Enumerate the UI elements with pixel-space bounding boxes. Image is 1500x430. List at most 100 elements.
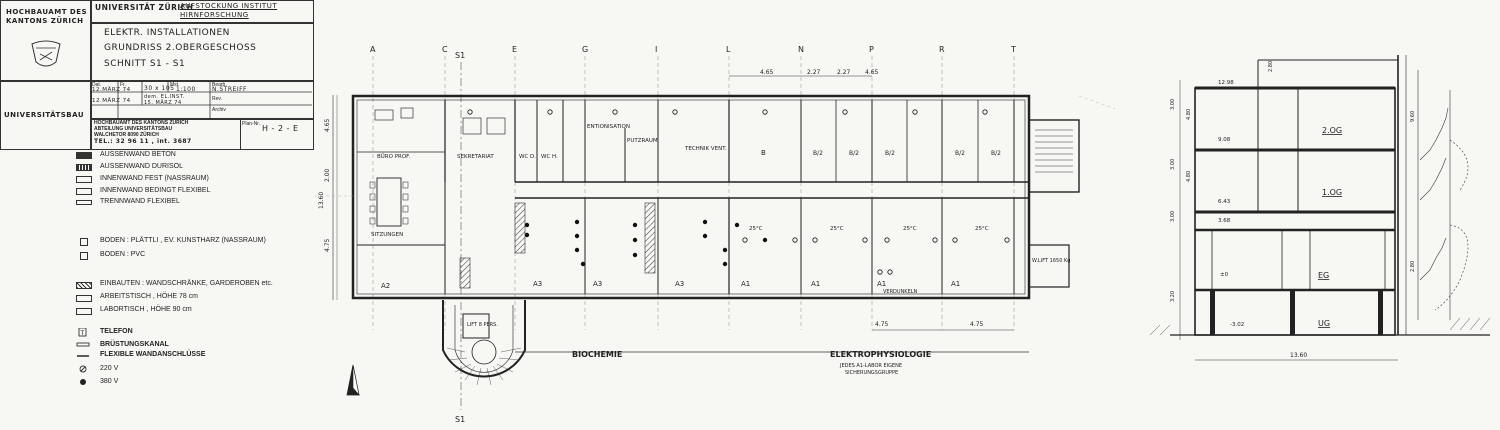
office-line-1: HOCHBAUAMT DES bbox=[6, 8, 88, 16]
room-entionisation: ENTIONISATION bbox=[587, 124, 630, 130]
section-stairs bbox=[1417, 70, 1469, 320]
legend-swatch-arbeitstisch bbox=[76, 295, 92, 302]
round-stair-treads bbox=[446, 347, 522, 386]
room-lift: LIFT 8 PERS. bbox=[467, 322, 498, 328]
axis-i: I bbox=[655, 45, 657, 54]
floor-ug: UG bbox=[1318, 319, 1330, 328]
axis-c: C bbox=[442, 45, 448, 54]
legend-fixture-1: EINBAUTEN : WANDSCHRÄNKE, GARDEROBEN etc… bbox=[100, 280, 273, 287]
temp-3: 25°C bbox=[903, 226, 917, 232]
section-body bbox=[1194, 55, 1407, 336]
title-block: HOCHBAUAMT DES KANTONS ZÜRICH UNIVERSITÄ… bbox=[0, 0, 315, 318]
zone-biochemie: BIOCHEMIE bbox=[572, 350, 622, 359]
dim-left-3: 4.75 bbox=[324, 238, 331, 252]
legend-wall-3: INNENWAND FEST (NASSRAUM) bbox=[100, 175, 209, 182]
room-sitzungen: SITZUNGEN bbox=[371, 232, 403, 238]
legend-floor-1: BODEN : PLÄTTLI , EV. KUNSTHARZ (NASSRAU… bbox=[100, 237, 266, 244]
legend-swatch-beton bbox=[76, 152, 92, 159]
height-total: 9.60 bbox=[1410, 111, 1416, 122]
dim-top-2: 2.27 bbox=[807, 69, 821, 76]
axis-g: G bbox=[582, 45, 588, 54]
legend-telefon: TELEFON bbox=[100, 328, 133, 335]
university-name: UNIVERSITÄT ZÜRICH bbox=[95, 3, 194, 12]
admin-line-2: ABTEILUNG UNIVERSITÄTSBAU bbox=[94, 126, 173, 132]
format-label: Fr. bbox=[120, 82, 126, 88]
section-mark-bottom: S1 bbox=[455, 415, 465, 424]
project-line-2: HIRNFORSCHUNG bbox=[180, 11, 249, 19]
axis-e: E bbox=[512, 45, 517, 54]
lab-benches bbox=[459, 202, 656, 289]
dim-left-1: 4.65 bbox=[324, 118, 331, 132]
height-6: 3.20 bbox=[1170, 291, 1176, 302]
section-mark-top: S1 bbox=[455, 51, 465, 60]
axis-t: T bbox=[1010, 45, 1016, 54]
drawing-title-2: GRUNDRISS 2.OBERGESCHOSS bbox=[104, 43, 257, 53]
desk-secretary bbox=[462, 117, 482, 135]
room-b2-3: B/2 bbox=[885, 150, 895, 157]
rev1-date: 15. MÄRZ 74 bbox=[144, 100, 182, 106]
conference-chairs bbox=[369, 181, 409, 225]
rev-label: Rev. bbox=[212, 96, 222, 102]
temp-4: 25°C bbox=[975, 226, 989, 232]
legend-swatch-trennwand bbox=[76, 200, 92, 205]
dim-top-4: 4.65 bbox=[865, 69, 879, 76]
archiv-label: Archiv bbox=[212, 107, 226, 113]
dim-left-total: 13.60 bbox=[318, 192, 325, 209]
round-stair bbox=[442, 300, 526, 378]
level-zero: ±0 bbox=[1220, 272, 1229, 278]
plan-cell bbox=[240, 118, 314, 150]
dat-value: 12.MÄRZ 74 bbox=[92, 87, 131, 93]
outlets-220v bbox=[467, 109, 1010, 275]
floor-2og: 2.OG bbox=[1322, 126, 1342, 135]
level-908: 9.08 bbox=[1218, 137, 1231, 143]
level-1298: 12.98 bbox=[1218, 80, 1234, 86]
conference-table bbox=[376, 177, 402, 227]
format-value: 30 x 105 bbox=[144, 85, 175, 92]
outlets-380v bbox=[524, 219, 768, 267]
room-b2-4: B/2 bbox=[955, 150, 965, 157]
lab-a1-3: A1 bbox=[877, 280, 886, 288]
legend-swatch-einbauten bbox=[76, 282, 92, 289]
floor-plan: A C E G I L N P R T S1 S1 4.65 2.27 2.27… bbox=[315, 45, 1115, 424]
zone-note-1: JEDES A1-LABOR EIGENE bbox=[839, 363, 902, 369]
zone-elektrophysiologie: ELEKTROPHYSIOLOGIE bbox=[830, 350, 931, 359]
temp-1: 25°C bbox=[749, 226, 763, 232]
floor-1og: 1.OG bbox=[1322, 188, 1342, 197]
rev1-note: dem. EL.INST. bbox=[144, 94, 185, 100]
level-643: 6.43 bbox=[1218, 199, 1231, 205]
room-b2-1: B/2 bbox=[813, 150, 823, 157]
legend-swatch-durisol bbox=[76, 164, 92, 171]
lab-a1-2: A1 bbox=[811, 280, 820, 288]
stair-right bbox=[1035, 129, 1073, 173]
drawing-title-3: SCHNITT S1 - S1 bbox=[104, 59, 186, 69]
rev1-value: 12.MÄRZ 74 bbox=[92, 98, 131, 104]
desk-prof bbox=[374, 109, 394, 121]
legend-bruestungskanal: BRÜSTUNGSKANAL bbox=[100, 341, 169, 348]
svg-text:T: T bbox=[80, 330, 85, 337]
legend-wall-4: INNENWAND BEDINGT FLEXIBEL bbox=[100, 187, 211, 194]
lab-a3-3: A3 bbox=[675, 280, 684, 288]
floor-eg: EG bbox=[1318, 271, 1329, 280]
legend-floor-swatch-2 bbox=[80, 252, 88, 260]
room-wc-h: WC H. bbox=[541, 154, 558, 160]
height-5: 3.00 bbox=[1170, 211, 1176, 222]
dat-label: Dat. bbox=[92, 82, 102, 88]
dim-bottom-2: 4.75 bbox=[970, 321, 984, 328]
desk-secretary-2 bbox=[486, 117, 506, 135]
lab-a3-1: A3 bbox=[533, 280, 542, 288]
temp-2: 25°C bbox=[830, 226, 844, 232]
dim-bottom-1: 4.75 bbox=[875, 321, 889, 328]
section-width: 13.60 bbox=[1290, 352, 1307, 359]
legend-floor-swatch-1 bbox=[80, 238, 88, 246]
drawing-title-cell bbox=[90, 22, 314, 82]
lab-a1-1: A1 bbox=[741, 280, 750, 288]
room-sekretariat: SEKRETARIAT bbox=[457, 154, 494, 160]
meta-grid bbox=[90, 80, 312, 118]
header-cell bbox=[90, 0, 314, 24]
admin-line-4: TEL.: 32 96 11 , int. 3687 bbox=[94, 138, 192, 145]
room-wc-d: WC D. bbox=[519, 154, 536, 160]
lab-a3-2: A3 bbox=[593, 280, 602, 288]
legend-floor-2: BODEN : PVC bbox=[100, 251, 146, 258]
room-technik: TECHNIK VENT. bbox=[684, 146, 727, 152]
drawn-label: Bearb. bbox=[212, 82, 227, 88]
